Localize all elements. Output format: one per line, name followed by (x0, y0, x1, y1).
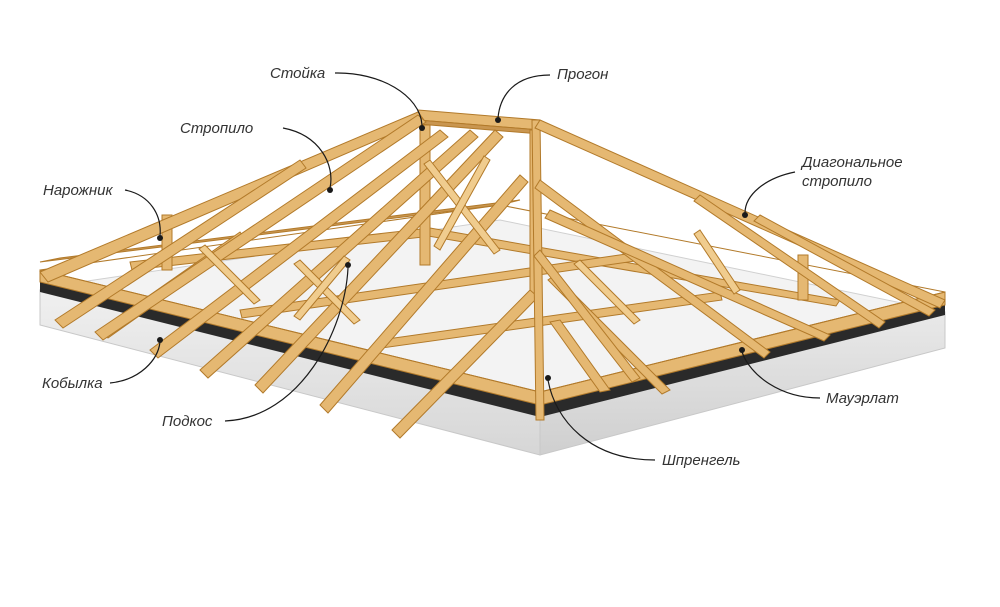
label-progon: Прогон (557, 66, 608, 83)
waterproofing-right (540, 305, 945, 417)
callout-diagonal-rafter: Диагональное стропило (742, 154, 903, 218)
front-rafters (94, 114, 539, 439)
ridge-beam (417, 109, 541, 135)
label-stropilo: Стропило (180, 120, 253, 137)
callout-kobylka: Кобылка (42, 337, 163, 392)
label-podkos: Подкос (162, 413, 213, 430)
label-stoika: Стойка (270, 65, 325, 82)
callout-stoika: Стойка (270, 65, 425, 131)
label-shprengel: Шпренгель (662, 452, 741, 469)
label-diagonal-line2: стропило (802, 173, 872, 190)
callout-podkos: Подкос (162, 262, 351, 430)
label-mauerlat: Мауэрлат (826, 390, 899, 407)
callout-progon: Прогон (495, 66, 608, 123)
callout-mauerlat: Мауэрлат (739, 347, 899, 407)
braces (198, 155, 741, 325)
diagonal-rafter-front (531, 119, 545, 421)
callout-stropilo: Стропило (180, 120, 333, 193)
label-diagonal-line1: Диагональное (800, 154, 903, 171)
callout-shprengel: Шпренгель (545, 375, 741, 469)
label-narozhnik: Нарожник (43, 182, 113, 199)
right-rafters (533, 119, 946, 395)
label-kobylka: Кобылка (42, 375, 103, 392)
callout-narozhnik: Нарожник (43, 182, 163, 241)
